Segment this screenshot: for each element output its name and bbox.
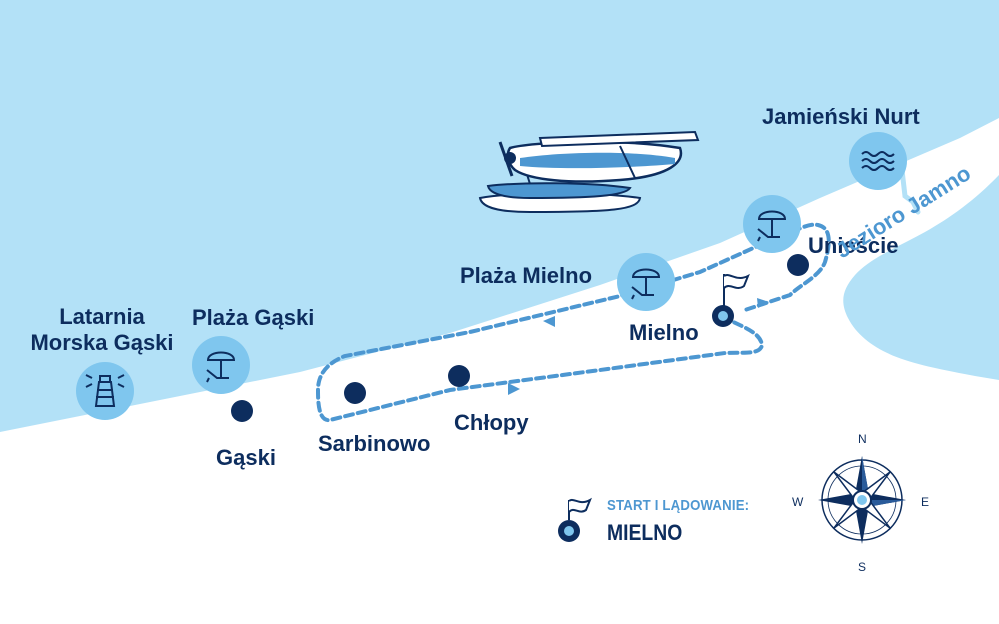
label-sarbinowo: Sarbinowo <box>318 431 431 456</box>
route-arrow <box>508 383 520 395</box>
route-arrow <box>543 316 555 327</box>
flight-route <box>315 222 831 422</box>
label-jamienski-nurt: Jamieński Nurt <box>762 104 920 129</box>
beach-poi-gaski <box>192 336 250 394</box>
label-gaski: Gąski <box>216 445 276 470</box>
label-chlopy: Chłopy <box>454 410 529 435</box>
waves-icon <box>861 151 895 171</box>
town-dot-mielno <box>712 305 734 327</box>
town-dot-gaski <box>231 400 253 422</box>
compass-east: E <box>921 495 930 509</box>
channel <box>899 167 921 215</box>
label-plaza-gaski: Plaża Gąski <box>192 305 315 330</box>
route-arrow <box>757 298 769 308</box>
town-dot-sarbinowo <box>344 382 366 404</box>
label-plaza-mielno: Plaża Mielno <box>460 263 593 288</box>
compass-west: W <box>792 495 804 509</box>
label-latarnia: Latarnia Morska Gąski <box>30 304 174 355</box>
waves-poi <box>849 132 907 190</box>
seaplane-icon <box>478 130 700 214</box>
compass-north: N <box>858 432 867 446</box>
beach-umbrella-icon <box>757 210 787 242</box>
beach-poi-mielno <box>617 253 675 311</box>
beach-umbrella-icon <box>206 351 236 383</box>
compass-south: S <box>858 560 867 574</box>
compass-rose-icon <box>818 456 906 544</box>
label-uniescie: Unieście <box>808 233 899 258</box>
land-area <box>0 118 999 624</box>
legend-value: MIELNO <box>607 520 683 545</box>
beach-poi-uniescie <box>743 195 801 253</box>
flag-icon <box>723 273 750 306</box>
lake-jamno <box>843 175 999 380</box>
town-dot-uniescie <box>787 254 809 276</box>
flag-icon <box>568 497 592 520</box>
town-dot-chlopy <box>448 365 470 387</box>
legend-marker <box>558 497 592 542</box>
beach-umbrella-icon <box>631 268 661 300</box>
legend-title: START I LĄDOWANIE: <box>607 497 750 514</box>
lighthouse-icon <box>85 374 125 407</box>
label-mielno: Mielno <box>629 320 699 345</box>
lighthouse-poi <box>76 362 134 420</box>
